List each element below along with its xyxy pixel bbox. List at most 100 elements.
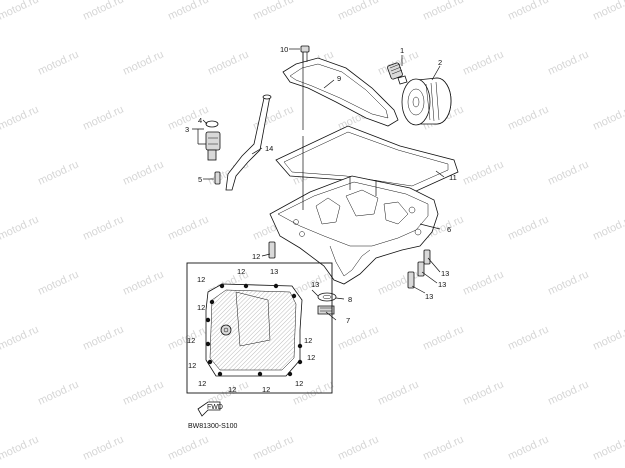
callout-7: 7 [346, 316, 350, 325]
bolt-13-a [423, 249, 431, 265]
watermark-text: motod.ru [81, 0, 125, 23]
detail-callout-13-b: 13 [311, 280, 319, 289]
fastener-dot [273, 283, 279, 289]
oil-filter-stud [387, 62, 408, 85]
callout-5: 5 [198, 175, 202, 184]
watermark-text: motod.ru [591, 103, 625, 132]
dipstick-tube [225, 94, 272, 191]
watermark-text: motod.ru [121, 268, 165, 297]
watermark-text: motod.ru [591, 213, 625, 242]
oil-level-sensor [205, 120, 221, 161]
fastener-dot [287, 371, 293, 377]
fastener-dot [219, 283, 225, 289]
watermark-text: motod.ru [336, 433, 380, 462]
callout-2: 2 [438, 58, 442, 67]
watermark-text: motod.ru [81, 213, 125, 242]
callout-9: 9 [337, 74, 341, 83]
detail-callout-12-e: 12 [304, 336, 312, 345]
watermark-text: motod.ru [251, 0, 295, 23]
bolt-13-b [417, 261, 425, 277]
oil-pan [269, 175, 439, 285]
watermark-text: motod.ru [0, 433, 41, 462]
callout-13-c: 13 [425, 292, 433, 301]
watermark-text: motod.ru [461, 48, 505, 77]
fastener-dot [207, 359, 213, 365]
detail-callout-12-j: 12 [262, 385, 270, 394]
fastener-dot [205, 341, 211, 347]
oil-pan-gasket [275, 125, 459, 193]
watermark-text: motod.ru [36, 268, 80, 297]
watermark-text: motod.ru [546, 378, 590, 407]
watermark-text: motod.ru [0, 103, 41, 132]
bolt-13-c [407, 271, 415, 289]
watermark-text: motod.ru [546, 48, 590, 77]
detail-callout-12-i: 12 [228, 385, 236, 394]
strainer-gasket [282, 57, 399, 127]
callout-numbers: 1 2 3 4 5 6 7 8 9 10 11 12 13 13 13 14 1… [185, 45, 457, 394]
fastener-dot [257, 371, 263, 377]
watermark-text: motod.ru [121, 158, 165, 187]
watermark-text: motod.ru [121, 378, 165, 407]
callout-3: 3 [185, 125, 189, 134]
watermark-text: motod.ru [0, 323, 41, 352]
watermark-text: motod.ru [546, 158, 590, 187]
watermark-text: motod.ru [421, 0, 465, 23]
fastener-dot [297, 359, 303, 365]
callout-1: 1 [400, 46, 404, 55]
watermark-text: motod.ru [506, 323, 550, 352]
watermark-text: motod.ru [36, 158, 80, 187]
diagram-code: BW81300-S100 [188, 423, 238, 430]
fastener-dot [291, 293, 297, 299]
watermark-text: motod.ru [336, 323, 380, 352]
watermark-text: motod.ru [421, 433, 465, 462]
detail-callout-12-h: 12 [198, 379, 206, 388]
watermark-text: motod.ru [461, 158, 505, 187]
watermark-text: motod.ru [166, 0, 210, 23]
watermark-text: motod.ru [591, 323, 625, 352]
leader-lines [192, 48, 445, 321]
watermark-text: motod.ru [36, 378, 80, 407]
watermark-text: motod.ru [591, 0, 625, 23]
fastener-dot [243, 283, 249, 289]
bolt-5 [214, 171, 221, 185]
watermark-text: motod.ru [506, 0, 550, 23]
watermark-text: motod.ru [81, 323, 125, 352]
front-direction-icon: FWD [197, 401, 223, 417]
watermark-text: motod.ru [121, 48, 165, 77]
drain-plug [317, 305, 335, 315]
detail-callout-12-c: 12 [197, 303, 205, 312]
detail-callout-12-g: 12 [307, 353, 315, 362]
bolt-12 [268, 241, 276, 259]
callout-4: 4 [198, 116, 202, 125]
watermark-text: motod.ru [461, 378, 505, 407]
callout-13-a: 13 [441, 269, 449, 278]
front-label: FWD [207, 404, 223, 411]
watermark-text: motod.ru [376, 378, 420, 407]
callout-11: 11 [449, 173, 457, 182]
callout-6: 6 [447, 225, 451, 234]
fastener-dot [209, 299, 215, 305]
callout-10: 10 [280, 45, 288, 54]
fastener-dot [205, 317, 211, 323]
callout-14: 14 [265, 144, 273, 153]
watermark-text: motod.ru [166, 213, 210, 242]
detail-box [186, 262, 333, 394]
watermark-text: motod.ru [506, 103, 550, 132]
watermark-text: motod.ru [421, 323, 465, 352]
fastener-dot [297, 343, 303, 349]
watermark-text: motod.ru [336, 0, 380, 23]
detail-fasteners [205, 283, 303, 377]
callout-13-b: 13 [438, 280, 446, 289]
detail-callout-12-a: 12 [237, 267, 245, 276]
watermark-text: motod.ru [206, 48, 250, 77]
watermark-text: motod.ru [0, 0, 41, 23]
fastener-dot [217, 371, 223, 377]
watermark-text: motod.ru [0, 213, 41, 242]
detail-callout-13-a: 13 [270, 267, 278, 276]
detail-callout-12-k: 12 [295, 379, 303, 388]
watermark-text: motod.ru [461, 268, 505, 297]
watermark-text: motod.ru [506, 433, 550, 462]
watermark-text: motod.ru [81, 433, 125, 462]
watermark-text: motod.ru [36, 48, 80, 77]
